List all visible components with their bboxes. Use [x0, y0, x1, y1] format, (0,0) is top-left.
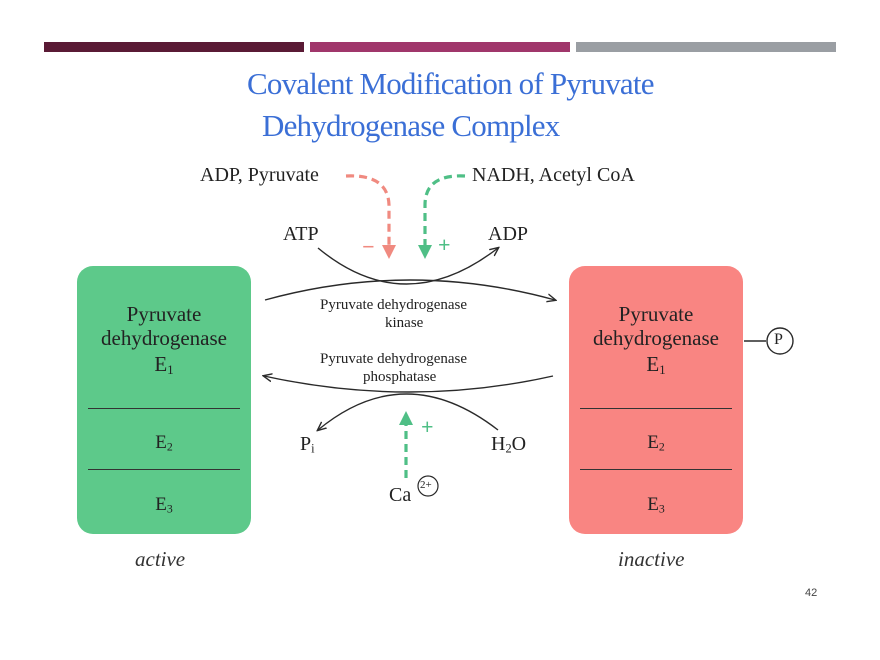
- adp-label: ADP: [488, 223, 529, 245]
- phosphate-circle: [766, 327, 794, 355]
- inactive-box-name-line-2: dehydrogenase: [593, 326, 719, 350]
- active-e3-label: E3: [155, 494, 173, 516]
- kinase-inhibitors-label: ADP, Pyruvate: [200, 164, 319, 186]
- inactive-box-divider-2: [580, 469, 732, 470]
- inactive-e2-label: E2: [647, 432, 665, 454]
- active-e2-label: E2: [155, 432, 173, 454]
- phosphatase-label-line-1: Pyruvate dehydrogenase: [320, 351, 468, 367]
- h2o-pi-arrow: [318, 393, 499, 430]
- kinase-label-line-2: kinase: [385, 315, 424, 331]
- slide-title-line-1: Covalent Modification of Pyruvate: [247, 66, 654, 101]
- calcium-label: Ca: [389, 484, 412, 506]
- kinase-label-line-1: Pyruvate dehydrogenase: [320, 297, 468, 313]
- header-accent-bar-1: [44, 42, 304, 52]
- phosphatase-label-line-2: phosphatase: [363, 369, 437, 385]
- calcium-activate-sign: +: [421, 414, 434, 439]
- active-box-divider-2: [88, 469, 240, 470]
- kinase-arrow: [264, 279, 555, 300]
- header-accent-bar-2: [310, 42, 570, 52]
- atp-label: ATP: [283, 223, 319, 245]
- page-number: 42: [805, 587, 818, 599]
- inhibitor-dashed-arrow: [345, 174, 396, 259]
- slide-title-line-2: Dehydrogenase Complex: [262, 108, 560, 143]
- atp-adp-arrow: [317, 248, 498, 285]
- inactive-box-divider-1: [580, 408, 732, 409]
- inhibit-sign: −: [362, 234, 375, 259]
- inactive-e1-label: E1: [646, 352, 666, 377]
- inactive-e3-label: E3: [647, 494, 665, 516]
- activate-sign: +: [438, 232, 451, 257]
- active-e1-label: E1: [154, 352, 174, 377]
- inactive-state-label: inactive: [618, 547, 685, 571]
- calcium-charge: 2+: [420, 479, 432, 491]
- inactive-pdh-complex: Pyruvate dehydrogenase E1 E2 E3: [569, 266, 743, 534]
- active-pdh-complex: Pyruvate dehydrogenase E1 E2 E3: [77, 266, 251, 534]
- activator-dashed-arrow: [418, 174, 466, 259]
- inactive-box-name-line-1: Pyruvate: [618, 302, 694, 326]
- active-state-label: active: [135, 547, 186, 571]
- kinase-activators-label: NADH, Acetyl CoA: [472, 164, 635, 186]
- calcium-charge-circle: [417, 475, 439, 497]
- phosphatase-arrow: [264, 376, 554, 393]
- phosphate-group-label: P: [774, 331, 783, 348]
- water-label: H2O: [491, 433, 527, 456]
- active-box-name-line-1: Pyruvate: [126, 302, 202, 326]
- active-box-divider-1: [88, 408, 240, 409]
- inorganic-phosphate-label: Pi: [300, 433, 315, 456]
- active-box-name-line-2: dehydrogenase: [101, 326, 227, 350]
- header-accent-bar-3: [576, 42, 836, 52]
